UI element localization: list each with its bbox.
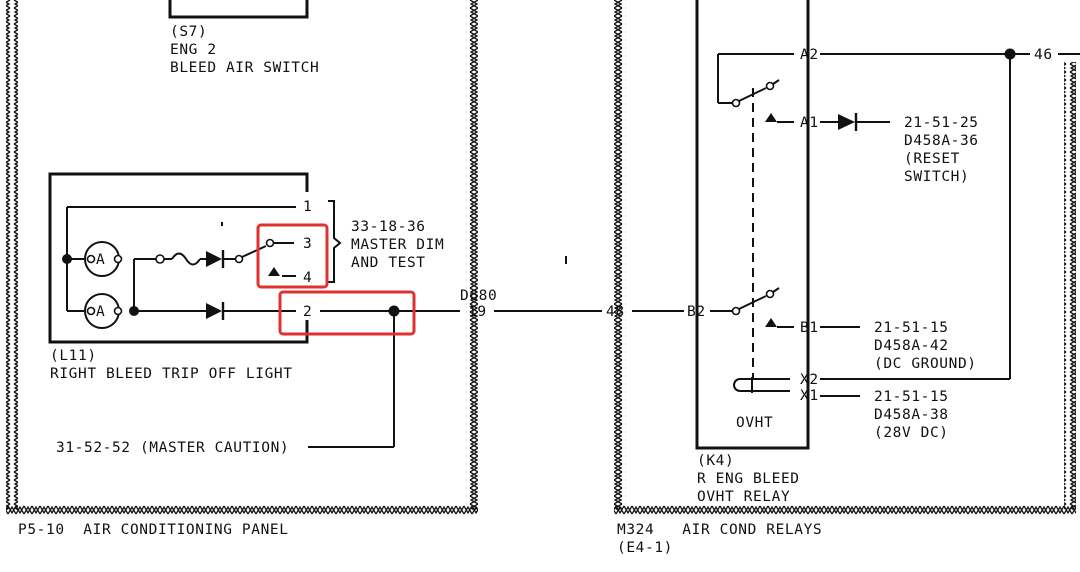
dim-test-line1: MASTER DIM (351, 237, 444, 253)
reset-line1: (RESET (904, 151, 960, 167)
pin-b2-label: B2 (687, 304, 706, 320)
pin-1-label: 1 (303, 199, 312, 215)
pin-x1-label: X1 (800, 388, 819, 404)
switch-s7-line1: ENG 2 (170, 42, 217, 58)
relays-m324-label: M324 AIR COND RELAYS (617, 522, 822, 538)
diode-reset (838, 113, 858, 131)
wire-pin-label: 19 (468, 304, 487, 320)
junction-dots (62, 48, 1016, 317)
pin-a2-label: A2 (800, 47, 819, 63)
reset-wire: D458A-36 (904, 133, 979, 149)
pin-x2-label: X2 (800, 372, 819, 388)
panel-p5-10-border (6, 0, 478, 516)
switch-s7-line2: BLEED AIR SWITCH (170, 60, 319, 76)
reset-ref: 21-51-25 (904, 115, 979, 131)
relay-contact-a (717, 53, 794, 123)
ground-ref: 21-51-15 (874, 320, 949, 336)
ground-wire: D458A-42 (874, 338, 949, 354)
highlight-pin-2-junction (278, 290, 416, 336)
coil-label: OVHT (736, 415, 773, 431)
master-caution-label: 31-52-52 (MASTER CAUTION) (56, 440, 289, 456)
light-l11-box (48, 172, 309, 344)
relay-k4-ref: (K4) (697, 453, 734, 469)
diode-lower (206, 302, 225, 320)
connector-46-label: 46 (1034, 47, 1053, 63)
relays-m324-sublabel: (E4-1) (617, 540, 673, 556)
panel-p5-10-label: P5-10 AIR CONDITIONING PANEL (18, 522, 289, 538)
relay-k4-box (695, 0, 810, 450)
pin-2-label: 2 (303, 304, 312, 320)
ground-label: (DC GROUND) (874, 356, 977, 372)
reset-line2: SWITCH) (904, 169, 969, 185)
light-l11-name: RIGHT BLEED TRIP OFF LIGHT (50, 366, 293, 382)
power-wire: D458A-38 (874, 407, 949, 423)
dim-test-ref: 33-18-36 (351, 219, 426, 235)
power-ref: 21-51-15 (874, 389, 949, 405)
lamp-upper-symbol: A (96, 252, 105, 268)
connector-48-label: 48 (606, 304, 625, 320)
small-contacts (86, 238, 275, 316)
relay-k4-line2: OVHT RELAY (697, 489, 790, 505)
relay-contact-b (710, 287, 794, 328)
light-l11-wiring (66, 206, 460, 448)
pin-4-label: 4 (303, 270, 312, 286)
dim-test-bracket (328, 200, 342, 283)
diode-upper (206, 250, 225, 268)
ground-arrow-pin-4 (268, 267, 280, 276)
relays-m324-border (614, 0, 1076, 516)
relay-k4-line1: R ENG BLEED (697, 471, 800, 487)
switch-s7-ref: (S7) (170, 24, 207, 40)
pin-3-label: 3 (303, 236, 312, 252)
switch-s7-box (168, 0, 309, 19)
relay-coil (733, 377, 790, 393)
light-l11-ref: (L11) (50, 348, 97, 364)
dim-test-line2: AND TEST (351, 255, 426, 271)
highlight-pins-3-4 (256, 223, 329, 289)
pin-b1-label: B1 (800, 320, 819, 336)
lamp-lower-symbol: A (96, 304, 105, 320)
power-label: (28V DC) (874, 425, 949, 441)
wire-id-label: D680 (460, 288, 497, 304)
pin-a1-label: A1 (800, 115, 819, 131)
